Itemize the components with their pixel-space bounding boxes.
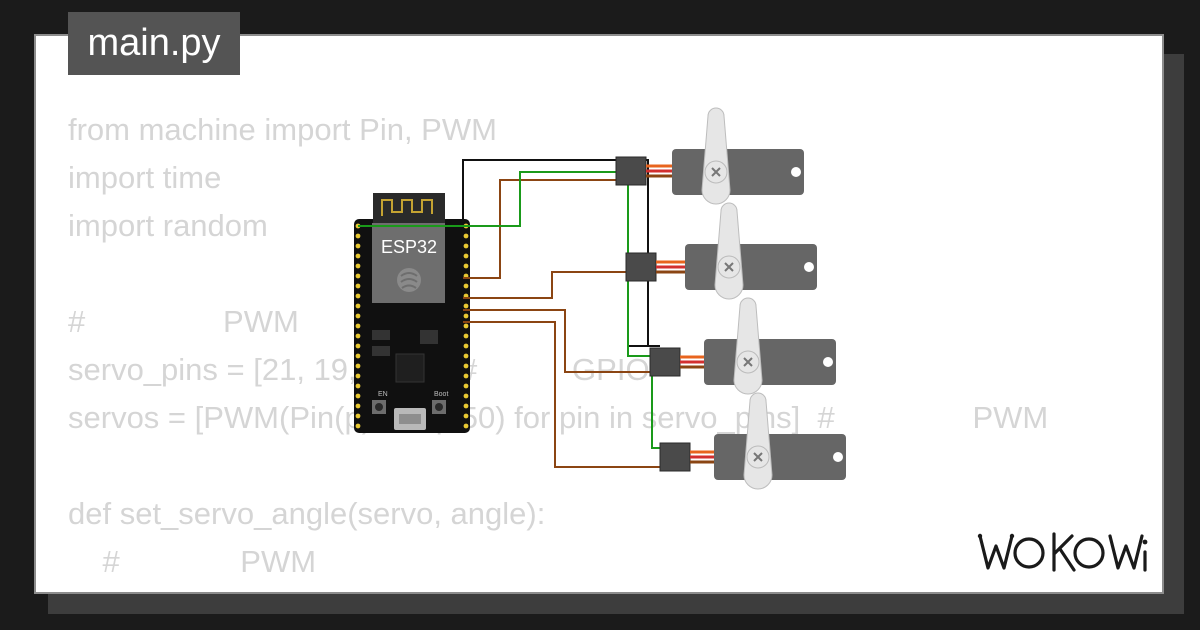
esp32-board[interactable]: ESP32 EN Boot (354, 193, 470, 433)
servo-motor-1[interactable] (615, 107, 804, 205)
servo-motor-3[interactable] (649, 297, 836, 395)
esp32-label: ESP32 (381, 237, 437, 257)
green-bus-wire[interactable] (627, 172, 662, 449)
code-line: import time (68, 160, 222, 195)
code-line: # PWM (68, 304, 299, 339)
boot-button-label: Boot (434, 391, 448, 398)
signal-wire-3[interactable] (463, 309, 654, 373)
servo-motor-2[interactable] (625, 202, 817, 300)
en-button-label: EN (378, 391, 388, 398)
servo-motor-4[interactable] (659, 392, 846, 490)
wokwi-logo (977, 532, 1148, 572)
signal-wire-4[interactable] (463, 321, 662, 468)
code-line: from machine import Pin, PWM (68, 112, 497, 147)
code-preview: from machine import Pin, PWM import time i… (68, 106, 1138, 592)
signal-wire-1[interactable] (358, 171, 628, 227)
preview-card: from machine import Pin, PWM import time i… (34, 34, 1164, 594)
code-line: import random (68, 208, 268, 243)
signal-wire-2[interactable] (463, 271, 628, 299)
file-tab-main-py[interactable]: main.py (68, 12, 240, 75)
code-line: def set_servo_angle(servo, angle): (68, 496, 546, 531)
code-line: # PWM (68, 544, 317, 579)
vcc-wire[interactable] (463, 179, 628, 279)
